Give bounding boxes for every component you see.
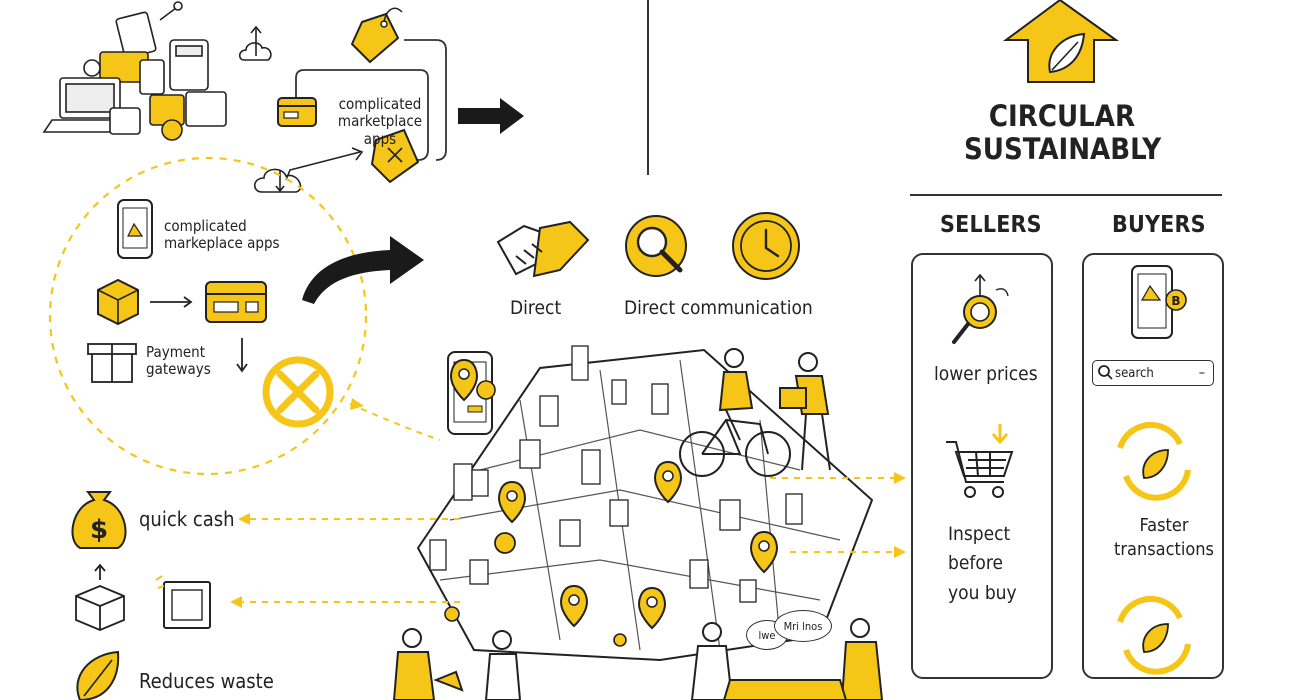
phone-recycle-icon [117,199,153,259]
inspect-label: Inspect before you buy [948,523,1017,604]
lower-prices-label: lower prices [934,363,1038,385]
speech-bubble-2: Mri lnos [774,610,832,642]
package-box-icon [97,278,139,326]
buyers-panel [1082,253,1224,679]
credit-card-icon [277,97,317,127]
recycle-leaf-icon [1117,421,1191,501]
courier-person-illustration [779,352,831,471]
reduces-waste-label: Reduces waste [139,669,274,693]
dashed-arrowheads [230,398,906,608]
recycle-leaf-icon-2 [1117,595,1191,675]
arrow-right-small-icon [150,296,193,308]
right-arrow-icon [458,98,524,134]
people-exchange-illustration [392,618,884,700]
connector-loop-outer [404,39,447,161]
gateway-box-icon [87,343,137,383]
shopping-cart-icon [946,424,1014,498]
top-left-label: complicated marketplace apps [337,95,423,148]
buyers-heading: BUYERS [1112,212,1206,238]
faster-transactions-label: Faster transactions [1114,515,1214,561]
search-dash: – [1198,365,1205,381]
frame-icon [155,575,211,629]
connector-loop [295,69,429,161]
payment-card-icon [205,281,267,323]
cloud-download-icon [253,147,364,193]
cyclist-illustration [679,348,791,477]
sellers-panel [911,253,1053,679]
page-title: CIRCULAR SUSTAINABLY [964,99,1162,166]
dashed-connectors [238,403,900,603]
cloud-upload-icon [238,25,272,61]
dashed-circle [48,156,368,476]
clock-icon [732,212,800,280]
svg-text:B: B [1171,294,1180,308]
map-phone-icon [447,351,496,435]
svg-text:$: $ [90,515,108,545]
buyer-phone-icon: B [1131,265,1187,339]
circle-apps-label: complicated markeplace apps [164,217,280,253]
gadgets-pile-icon [42,1,227,141]
price-tag-icon [350,7,403,64]
up-arrow-leaf-icon [1002,0,1120,83]
curved-arrow-icon [302,236,424,304]
search-icon [1098,365,1113,380]
leaf-icon [76,650,120,700]
title-line-1: CIRCULAR [988,99,1136,133]
city-map-illustration [416,345,874,662]
direct-communication-label: Direct communication [624,297,813,319]
open-box-icon [75,563,125,631]
cancel-circle-icon [262,356,334,428]
discount-tag-icon [370,128,420,184]
money-bag-icon: $ [71,491,127,549]
magnifier-icon [625,215,687,277]
payment-gateways-label: Payment gateways [146,343,211,379]
search-input[interactable]: search – [1092,360,1214,386]
arrow-down-small-icon [236,338,248,373]
search-placeholder: search [1115,365,1154,381]
quick-cash-label: quick cash [139,507,235,531]
title-line-2: SUSTAINABLY [964,131,1162,166]
sellers-heading: SELLERS [940,212,1042,238]
seller-magnifier-icon [952,273,1009,344]
handshake-icon [496,220,590,278]
direct-label: Direct [510,297,562,319]
